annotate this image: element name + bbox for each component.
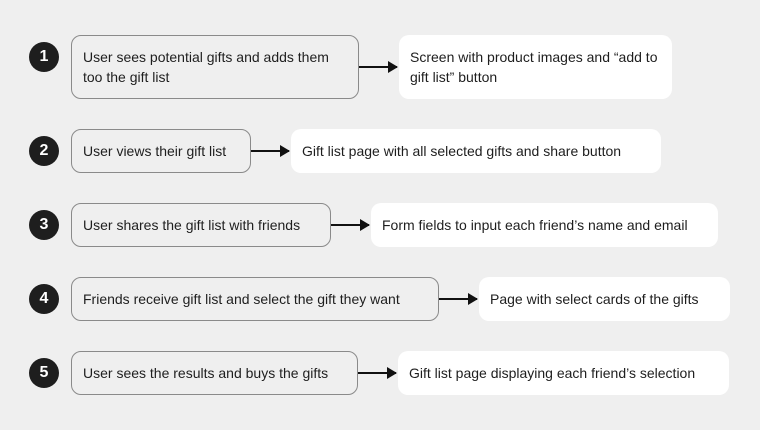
step-5-action-box: User sees the results and buys the gifts bbox=[71, 351, 358, 395]
step-5-arrow bbox=[358, 367, 397, 379]
step-number-badge: 4 bbox=[29, 284, 59, 314]
step-1-result-box: Screen with product images and “add to g… bbox=[399, 35, 672, 99]
step-2-arrow bbox=[251, 145, 290, 157]
step-number-badge: 3 bbox=[29, 210, 59, 240]
step-3-result-box: Form fields to input each friend’s name … bbox=[371, 203, 718, 247]
step-2-action-box: User views their gift list bbox=[71, 129, 251, 173]
step-3-action-box: User shares the gift list with friends bbox=[71, 203, 331, 247]
step-number-badge: 1 bbox=[29, 42, 59, 72]
step-number-badge: 5 bbox=[29, 358, 59, 388]
step-3-arrow bbox=[331, 219, 370, 231]
step-1-arrow bbox=[359, 61, 398, 73]
step-2-result-box: Gift list page with all selected gifts a… bbox=[291, 129, 661, 173]
step-number-badge: 2 bbox=[29, 136, 59, 166]
step-4-result-box: Page with select cards of the gifts bbox=[479, 277, 730, 321]
step-5-result-box: Gift list page displaying each friend’s … bbox=[398, 351, 729, 395]
step-4-arrow bbox=[439, 293, 478, 305]
step-4-action-box: Friends receive gift list and select the… bbox=[71, 277, 439, 321]
step-1-action-box: User sees potential gifts and adds them … bbox=[71, 35, 359, 99]
